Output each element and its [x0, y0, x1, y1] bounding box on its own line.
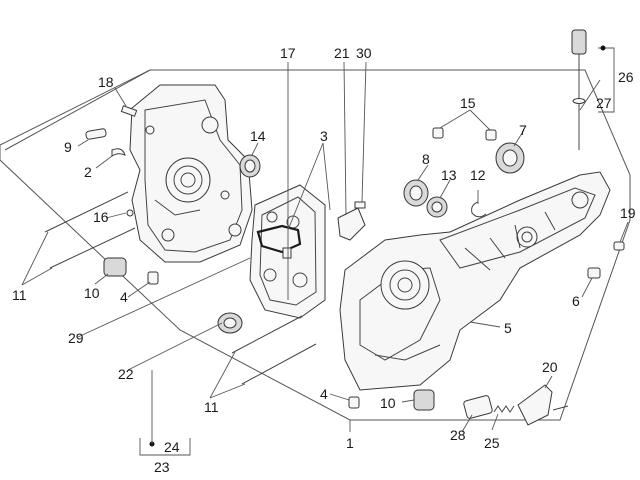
right-crankcase-half: [339, 171, 611, 391]
bushing-10-left: [103, 257, 127, 277]
callout-labels: 18 17 21 30 26 27 15 3 14 9 2 7 8 13 12 …: [12, 45, 636, 475]
callout-24: 24: [164, 439, 180, 455]
studs-11-left: [44, 191, 136, 269]
frame-inner-line: [4, 69, 151, 151]
dowel-6: [587, 267, 601, 279]
dowel-4-left: [147, 271, 159, 285]
bracket-26-27: [598, 47, 615, 113]
dowel-15a: [432, 127, 444, 139]
bracket-20: [517, 384, 553, 426]
callout-4-bottom: 4: [320, 386, 328, 402]
bearing-14: [239, 154, 261, 178]
bushing-10-bottom: [413, 389, 435, 411]
callout-3: 3: [320, 128, 328, 144]
callout-29: 29: [68, 330, 84, 346]
callout-26: 26: [618, 69, 634, 85]
piston-28: [463, 395, 493, 419]
callout-30: 30: [356, 45, 372, 61]
studs-11-bottom: [231, 315, 317, 385]
callout-23: 23: [154, 459, 170, 475]
dowel-9: [85, 128, 107, 140]
callout-10-left: 10: [84, 285, 100, 301]
callout-22: 22: [118, 366, 134, 382]
callout-13: 13: [441, 167, 457, 183]
callout-18: 18: [98, 74, 114, 90]
plug-19: [613, 241, 625, 251]
callout-11-left: 11: [12, 287, 27, 303]
gasket-3: [256, 224, 302, 254]
callout-10-bottom: 10: [380, 395, 396, 411]
bolt-20: [552, 405, 569, 411]
bearing-8: [403, 179, 429, 207]
callout-20: 20: [542, 359, 558, 375]
bracket-23-24: [139, 438, 191, 456]
callout-8: 8: [422, 151, 430, 167]
o-ring-27: [572, 98, 586, 104]
callout-27: 27: [596, 95, 612, 111]
stud-18: [120, 105, 138, 117]
callout-4-left: 4: [120, 289, 128, 305]
callout-5: 5: [504, 320, 512, 336]
left-crankcase-half: [129, 84, 253, 263]
plug-16: [126, 209, 134, 217]
filler-plug-22: [217, 312, 243, 334]
dowel-4-bottom: [348, 396, 360, 409]
spring-25: [493, 405, 515, 413]
bolt-30: [354, 201, 366, 209]
callout-14: 14: [250, 128, 266, 144]
circlip-12: [471, 201, 487, 218]
leader-lines: [21, 61, 629, 444]
callout-28: 28: [450, 427, 466, 443]
dowel-29: [282, 247, 292, 259]
callout-12: 12: [470, 167, 486, 183]
callout-9: 9: [64, 139, 72, 155]
callout-7: 7: [519, 122, 527, 138]
clip-2: [111, 148, 126, 157]
callout-2: 2: [84, 164, 92, 180]
callout-21: 21: [334, 45, 350, 61]
bearing-13: [426, 196, 448, 218]
bracket-21: [337, 207, 366, 241]
dipstick-26: [571, 29, 587, 150]
callout-17: 17: [280, 45, 296, 61]
callout-15: 15: [460, 95, 476, 111]
bullet-26: [600, 45, 606, 51]
callout-6: 6: [572, 293, 580, 309]
assembly-frame: [0, 69, 631, 421]
callout-1: 1: [346, 435, 354, 451]
dowel-15b: [485, 129, 497, 141]
callout-19: 19: [620, 205, 636, 221]
callout-16: 16: [93, 209, 109, 225]
bearing-7: [495, 142, 525, 174]
callout-25: 25: [484, 435, 500, 451]
callout-11-bottom: 11: [204, 399, 219, 415]
